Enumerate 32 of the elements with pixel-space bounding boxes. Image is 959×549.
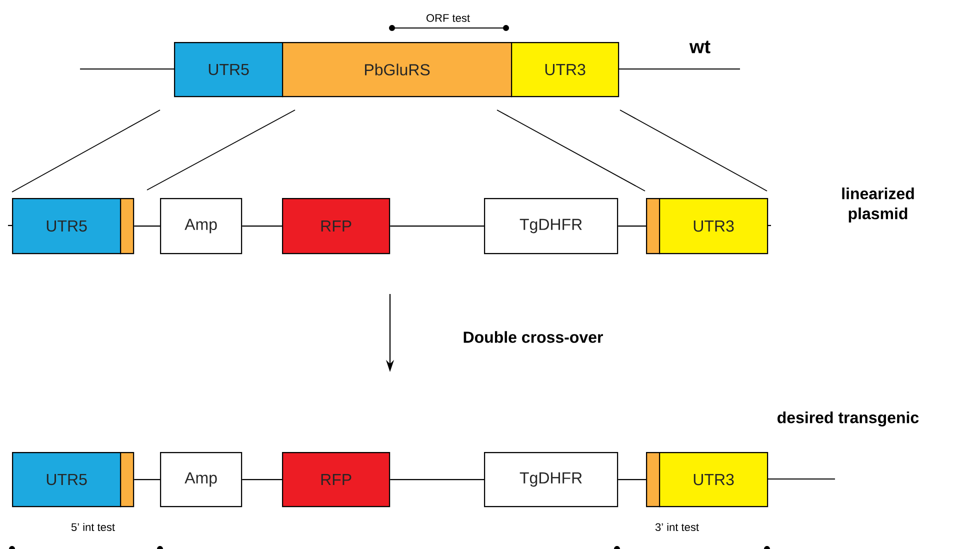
connector-line xyxy=(618,479,646,480)
marker-box: RFP xyxy=(282,452,390,508)
connector-line xyxy=(242,479,282,480)
connector-line xyxy=(618,226,646,227)
utr-box: UTR3 xyxy=(511,42,620,98)
overlap-box xyxy=(646,198,660,254)
gene-box: Amp xyxy=(160,452,242,508)
gene-box: TgDHFR xyxy=(484,198,618,254)
utr-box: UTR5 xyxy=(12,198,122,254)
connector-line xyxy=(390,479,484,480)
overlap-box xyxy=(120,198,134,254)
connector-line xyxy=(390,226,484,227)
row-label: desired transgenic xyxy=(778,412,919,426)
utr-box: UTR3 xyxy=(659,452,768,508)
connector-line xyxy=(134,479,160,480)
gene-box: PbGluRS xyxy=(282,42,512,98)
overlap-box xyxy=(120,452,134,508)
utr-box: UTR3 xyxy=(659,198,768,254)
test-label: 3’ int test xyxy=(655,522,699,532)
utr-box: UTR5 xyxy=(12,452,122,508)
test-label: ORF test xyxy=(426,14,470,22)
gene-box: TgDHFR xyxy=(484,452,618,508)
connector-line xyxy=(134,226,160,227)
marker-box: RFP xyxy=(282,198,390,254)
step-label: Double cross-over xyxy=(464,331,603,343)
utr-box: UTR5 xyxy=(174,42,284,98)
row-label: wt xyxy=(689,40,710,54)
row-label: linearized plasmid xyxy=(842,188,914,222)
test-label: 5’ int test xyxy=(71,522,115,532)
overlap-box xyxy=(646,452,660,508)
connector-line xyxy=(242,226,282,227)
gene-box: Amp xyxy=(160,198,242,254)
